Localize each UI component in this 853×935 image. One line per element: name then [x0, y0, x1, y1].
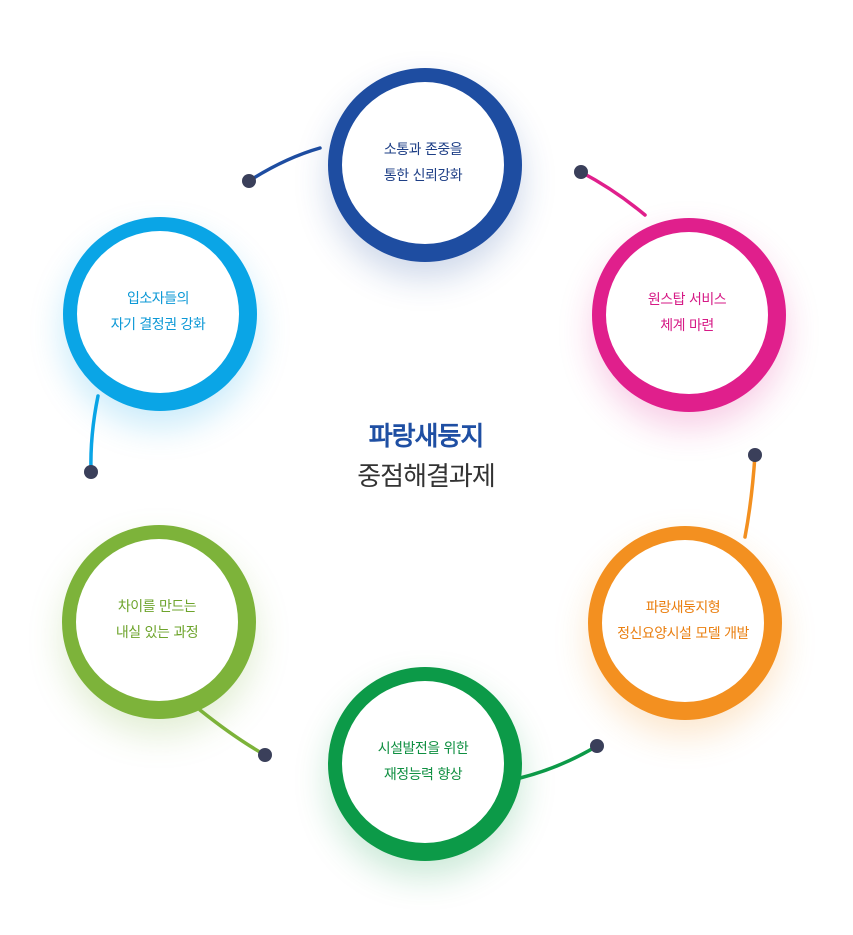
connector-dot-finance: [590, 739, 604, 753]
center-subtitle: 중점해결과제: [357, 462, 496, 492]
node-label-line-1: 파랑새둥지형: [645, 600, 721, 616]
connector-dot-nursing-model: [748, 448, 762, 462]
node-label-line-1: 입소자들의: [127, 291, 189, 307]
node-nursing-model: 파랑새둥지형 정신요양시설 모델 개발: [588, 526, 782, 720]
node-label-line-2: 통한 신뢰강화: [383, 168, 463, 184]
node-self-determination: 입소자들의 자기 결정권 강화: [63, 217, 257, 411]
connector-dot-quality: [258, 748, 272, 762]
connector-line-quality: [198, 708, 267, 757]
node-label-line-1: 소통과 존중을: [383, 142, 463, 158]
node-one-stop: 원스탑 서비스 체계 마련: [592, 218, 786, 412]
node-label-line-1: 시설발전을 위한: [377, 741, 469, 757]
connector-line-self-determination: [89, 394, 100, 474]
center-label: 파랑새둥지 중점해결과제: [276, 418, 576, 498]
node-label-line-2: 자기 결정권 강화: [110, 317, 206, 333]
node-label-line-2: 재정능력 향상: [383, 767, 463, 783]
connector-dot-communication: [242, 174, 256, 188]
node-quality: 차이를 만드는 내실 있는 과정: [62, 525, 256, 719]
connector-dot-self-determination: [84, 465, 98, 479]
node-label-line-2: 정신요양시설 모델 개발: [617, 626, 749, 642]
node-communication: 소통과 존중을 통한 신뢰강화: [328, 68, 522, 262]
node-label-line-1: 원스탑 서비스: [647, 292, 727, 308]
connector-line-one-stop: [579, 170, 647, 217]
node-label-line-2: 내실 있는 과정: [115, 625, 199, 641]
connector-line-nursing-model: [743, 453, 757, 539]
node-label-line-2: 체계 마련: [660, 318, 714, 334]
node-label-line-1: 차이를 만드는: [117, 599, 197, 615]
center-title: 파랑새둥지: [368, 422, 485, 452]
connector-line-finance: [518, 744, 599, 780]
node-finance: 시설발전을 위한 재정능력 향상: [328, 667, 522, 861]
connector-line-communication: [247, 146, 322, 183]
connector-dot-one-stop: [574, 165, 588, 179]
